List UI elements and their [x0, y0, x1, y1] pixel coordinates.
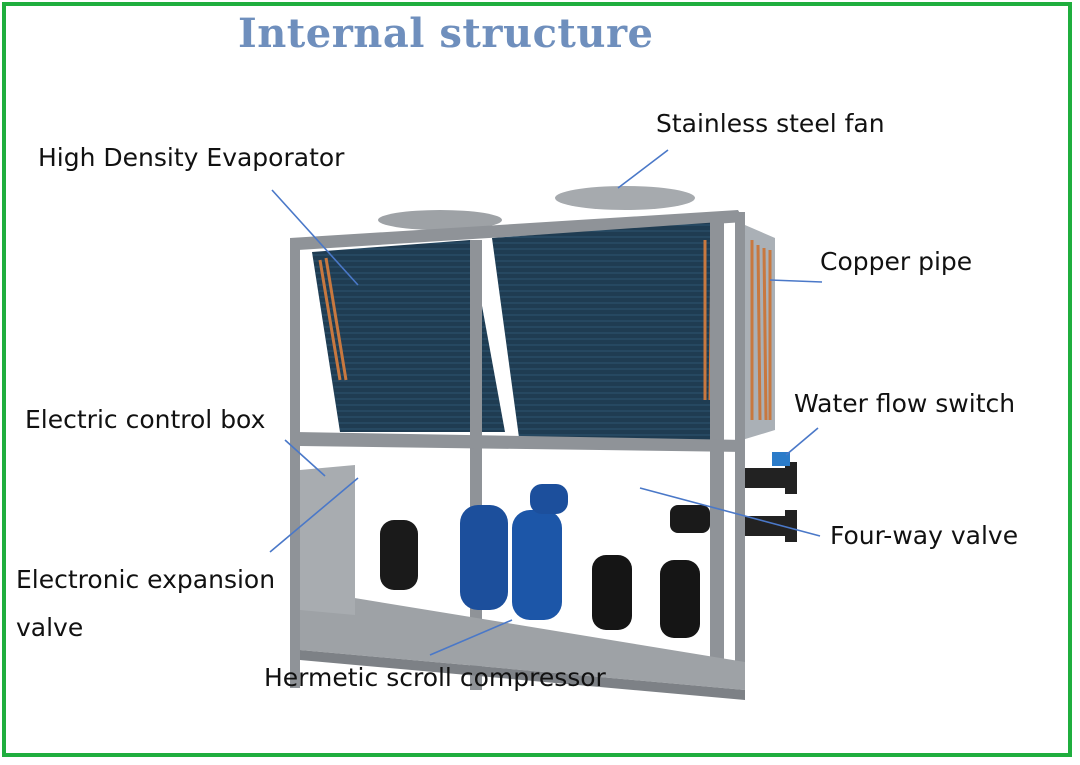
base-rail [300, 650, 745, 700]
base-frame [300, 592, 745, 690]
leader-line-control-box [284, 439, 326, 477]
leader-line-evaporator [271, 189, 359, 286]
leader-line-water-flow-switch [785, 427, 819, 456]
electric-control-box-shape [300, 465, 355, 615]
water-connections [670, 452, 797, 542]
page-title: Internal structure [238, 10, 654, 57]
copper-pipes [318, 239, 772, 421]
label-four-way-valve: Four-way valve [830, 521, 1019, 550]
label-copper-pipe: Copper pipe [820, 247, 973, 276]
middle-beam [295, 432, 745, 452]
label-electronic-expansion-valve-line1: Electronic expansion [16, 565, 276, 594]
label-water-flow-switch: Water flow switch [794, 389, 1016, 418]
label-electric-control-box: Electric control box [25, 405, 266, 434]
leader-line-fan [617, 149, 669, 189]
leader-line-compressor [429, 619, 513, 656]
fan-left [378, 210, 502, 230]
label-high-density-evaporator: High Density Evaporator [38, 143, 345, 172]
evaporator-coil-left [312, 240, 505, 432]
frame-post [290, 238, 300, 688]
leader-line-copper-pipe [769, 279, 823, 283]
top-frame [290, 210, 745, 250]
label-hermetic-scroll-compressor: Hermetic scroll compressor [264, 663, 606, 692]
fan-right [555, 186, 695, 210]
evaporator-coil-right [492, 222, 720, 445]
leader-line-expansion-valve [269, 477, 359, 553]
label-stainless-steel-fan: Stainless steel fan [656, 109, 885, 138]
leader-line-four-way-valve [639, 487, 821, 537]
compressors [380, 484, 700, 638]
leader-lines [269, 149, 823, 656]
label-electronic-expansion-valve-line2: valve [16, 613, 84, 642]
